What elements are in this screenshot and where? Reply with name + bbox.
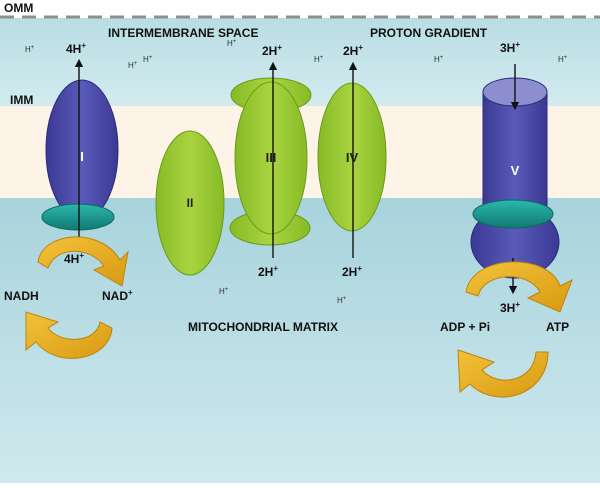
complex-4-body: [317, 82, 387, 232]
atp-cycle-arrows: [457, 261, 573, 398]
scattered-proton: H+: [314, 55, 324, 64]
scattered-proton: H+: [219, 287, 229, 296]
nad-label: NAD+: [102, 288, 133, 303]
complex-3-top-protons: 2H+: [262, 43, 282, 58]
complex-3: III: [229, 61, 312, 258]
complex-4-bottom-protons: 2H+: [342, 264, 362, 279]
complex-1-label: I: [80, 149, 84, 164]
complex-1-teal-subunit: [41, 203, 115, 231]
intermembrane-space-label: INTERMEMBRANE SPACE: [108, 26, 258, 40]
nadh-oxidation-arrow: [37, 236, 129, 287]
complex-2: II: [155, 130, 225, 276]
scattered-proton: H+: [337, 296, 347, 305]
complex-5: V: [470, 64, 560, 295]
scattered-protons: H+ H+ H+ H+ H+ H+ H+ H+ H+: [25, 39, 568, 305]
nadh-cycle-arrows: [25, 236, 129, 359]
complex-2-body: [155, 130, 225, 276]
complex-5-top-protons: 3H+: [500, 40, 520, 55]
scattered-proton: H+: [25, 45, 35, 54]
scattered-proton: H+: [143, 55, 153, 64]
imm-label: IMM: [10, 93, 33, 107]
complex-1-top-protons: 4H+: [66, 41, 86, 56]
complex-1-bottom-protons: 4H+: [64, 251, 84, 266]
complex-3-body: [234, 81, 308, 235]
mitochondrial-matrix-label: MITOCHONDRIAL MATRIX: [188, 320, 338, 334]
proton-gradient-label: PROTON GRADIENT: [370, 26, 488, 40]
atp-label: ATP: [546, 320, 569, 334]
complex-4: IV: [317, 61, 387, 258]
complex-2-label: II: [187, 196, 194, 210]
scattered-proton: H+: [434, 55, 444, 64]
complex-4-top-protons: 2H+: [343, 43, 363, 58]
complex-3-bottom-protons: 2H+: [258, 264, 278, 279]
complex-5-teal-ring: [472, 199, 554, 229]
nadh-label: NADH: [4, 289, 39, 303]
scattered-proton: H+: [128, 61, 138, 70]
scattered-proton: H+: [227, 39, 237, 48]
complex-5-label: V: [511, 163, 520, 178]
adp-pi-label: ADP + Pi: [440, 320, 490, 334]
nad-return-arrow: [25, 311, 113, 359]
complex-1: I: [41, 58, 119, 245]
omm-label: OMM: [4, 1, 33, 15]
complex-4-label: IV: [346, 150, 359, 165]
complex-5-bottom-protons: 3H+: [500, 300, 520, 315]
complex-3-label: III: [266, 150, 277, 165]
adp-return-arrow: [457, 349, 549, 398]
atp-synthesis-arrow: [465, 261, 573, 313]
scattered-proton: H+: [558, 55, 568, 64]
